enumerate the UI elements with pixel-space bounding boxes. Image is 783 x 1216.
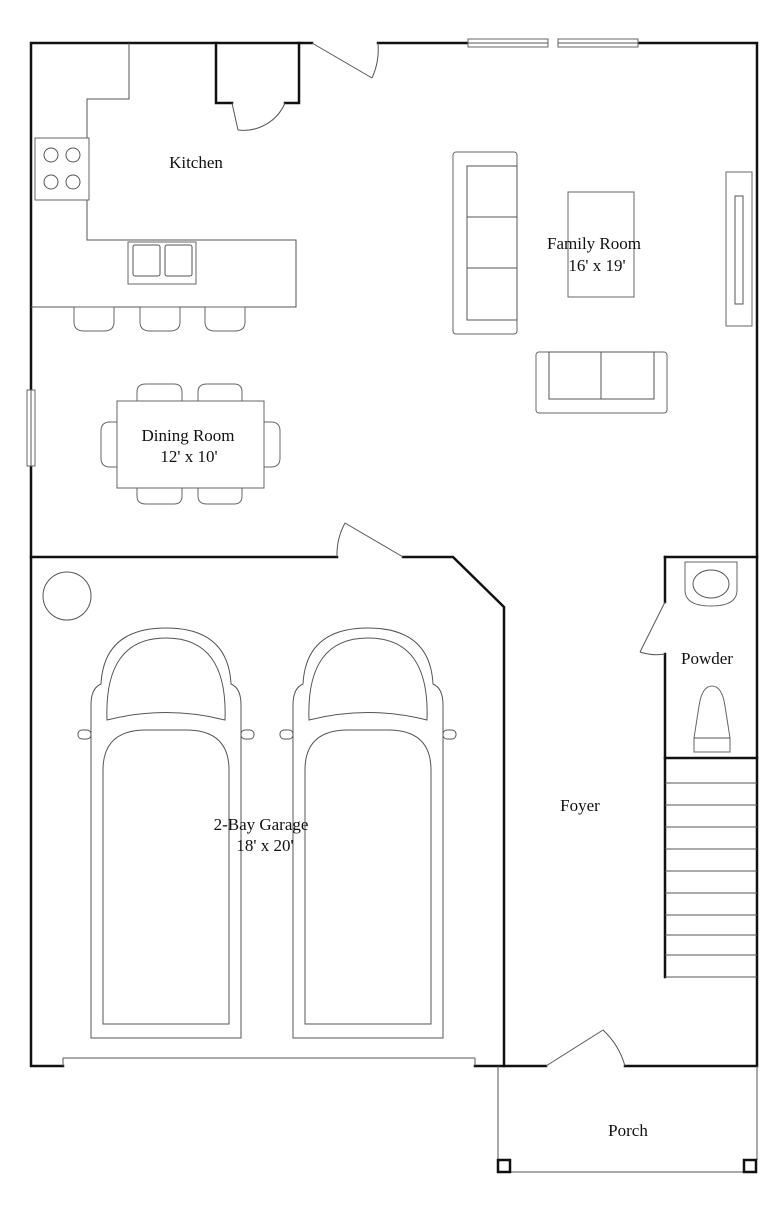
dining-chair xyxy=(100,421,117,468)
porch xyxy=(496,1066,758,1174)
burner-icon xyxy=(65,147,81,163)
burner-icon xyxy=(65,174,81,190)
car-left xyxy=(77,627,255,1039)
mirror-icon xyxy=(240,729,255,740)
windows xyxy=(26,38,639,467)
porch-post xyxy=(742,1158,758,1174)
family-room-label: Family Room xyxy=(547,234,641,253)
powder-sink xyxy=(684,561,738,607)
dining-chair xyxy=(197,383,243,401)
burner-icon xyxy=(43,147,59,163)
door-front xyxy=(545,1029,626,1067)
family-room-furniture xyxy=(452,151,753,414)
kitchen-label: Kitchen xyxy=(169,153,223,172)
toilet xyxy=(693,685,731,753)
coffee-table xyxy=(567,191,635,298)
family-room-size: 16' x 19' xyxy=(568,256,625,275)
bar-stool xyxy=(204,306,246,332)
dining-chair xyxy=(136,383,183,401)
bar-stool xyxy=(139,306,181,332)
door-top xyxy=(311,42,379,79)
fireplace xyxy=(725,171,753,327)
sink xyxy=(127,241,197,285)
burner-icon xyxy=(43,174,59,190)
dining-table xyxy=(116,400,265,489)
door-garage xyxy=(336,522,404,558)
dining-chair xyxy=(197,488,243,505)
dining-furniture xyxy=(100,383,281,505)
door-powder xyxy=(639,601,666,656)
porch-post xyxy=(496,1158,512,1174)
kitchen-fixtures xyxy=(31,43,297,332)
range xyxy=(34,137,90,201)
powder-label: Powder xyxy=(681,649,733,668)
doors xyxy=(231,42,666,1067)
dining-chair xyxy=(136,488,183,505)
water-heater xyxy=(42,571,92,621)
door-closet xyxy=(231,102,286,131)
mirror-icon xyxy=(77,729,92,740)
garage-size: 18' x 20' xyxy=(236,836,293,855)
foyer-label: Foyer xyxy=(560,796,600,815)
car-right xyxy=(279,627,457,1039)
stairs xyxy=(665,782,757,978)
mirror-icon xyxy=(442,729,457,740)
kitchen-counter xyxy=(31,43,297,308)
room-labels: Kitchen Family Room 16' x 19' Dining Roo… xyxy=(141,153,733,1140)
dining-room-size: 12' x 10' xyxy=(160,447,217,466)
bar-stool xyxy=(73,306,115,332)
garage-fixtures xyxy=(42,571,476,1066)
exterior-walls xyxy=(29,41,759,1068)
garage-label: 2-Bay Garage xyxy=(214,815,309,834)
porch-label: Porch xyxy=(608,1121,648,1140)
interior-walls xyxy=(29,41,759,1068)
mirror-icon xyxy=(279,729,294,740)
dining-chair xyxy=(264,421,281,468)
dining-room-label: Dining Room xyxy=(141,426,234,445)
sofa xyxy=(452,151,518,335)
powder-fixtures xyxy=(684,561,738,753)
